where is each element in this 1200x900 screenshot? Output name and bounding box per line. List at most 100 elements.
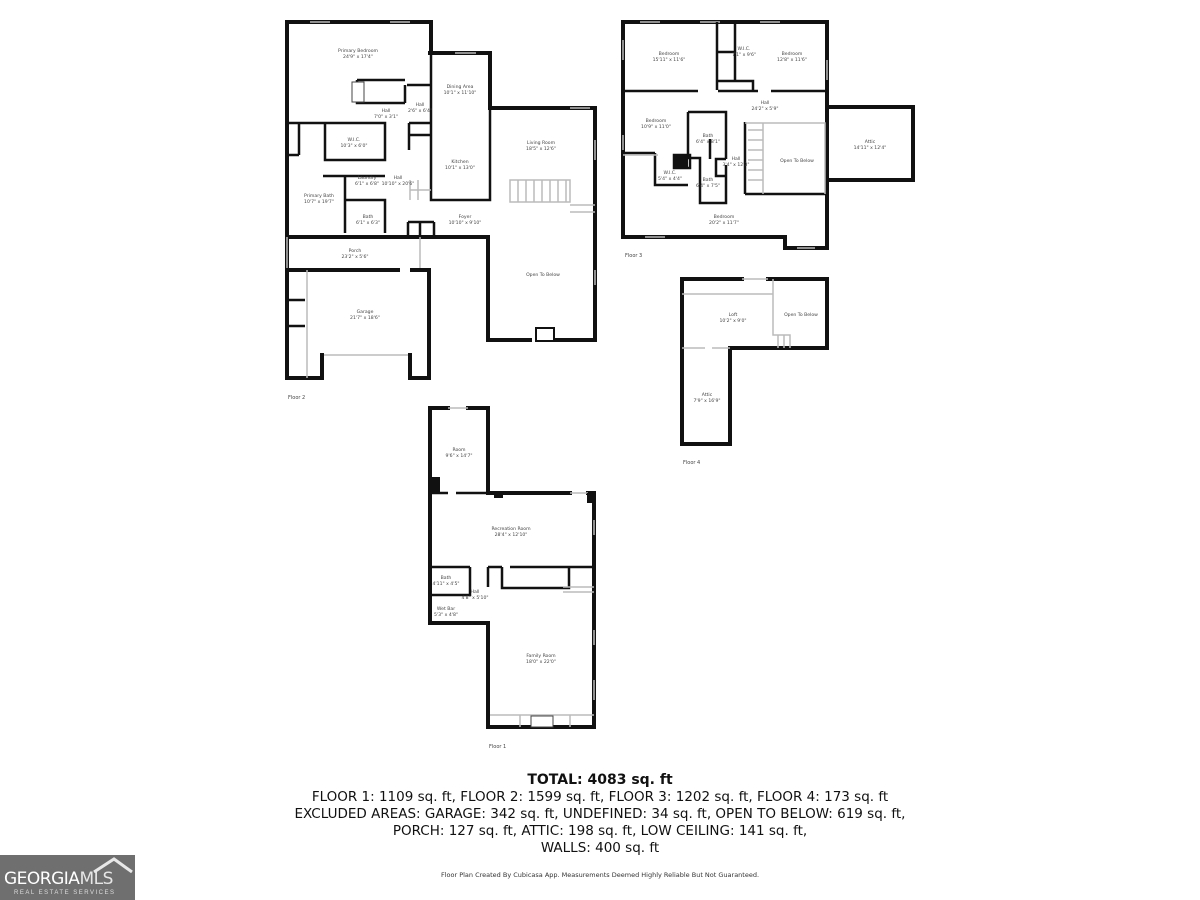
room-name: Loft — [729, 312, 738, 318]
svg-text:W.I.C.5'4" x 4'4": W.I.C.5'4" x 4'4" — [658, 170, 682, 182]
room-size: 24'9" x 17'4" — [343, 54, 373, 60]
room-size: 7'9" x 16'9" — [693, 398, 720, 404]
room-name: W.I.C. — [738, 46, 751, 52]
room-name: Family Room — [526, 653, 556, 659]
walls-area: WALLS: 400 sq. ft — [540, 840, 660, 856]
room-size: 10'1" x 13'0" — [445, 165, 475, 171]
room-name: Laundry — [358, 175, 377, 181]
logo-sub: REAL ESTATE SERVICES — [14, 890, 116, 896]
room-size: 10'1" x 11'10" — [444, 90, 477, 96]
georgia-mls-logo: GEORGIAMLS REAL ESTATE SERVICES — [0, 855, 135, 900]
room-size: 15'11" x 11'6" — [653, 57, 686, 63]
floor-label: Floor 4 — [683, 460, 700, 466]
room-size: 14'11" x 12'4" — [854, 145, 887, 151]
room-name: Porch — [349, 248, 362, 254]
disclaimer: Floor Plan Created By Cubicasa App. Meas… — [440, 871, 760, 879]
excluded-areas-cont: PORCH: 127 sq. ft, ATTIC: 198 sq. ft, LO… — [392, 823, 808, 839]
room-name: Recreation Room — [491, 526, 531, 532]
floor-label: Floor 3 — [625, 253, 642, 259]
room-size: 5'3" x 4'8" — [434, 612, 458, 618]
room-name: Living Room — [527, 140, 556, 146]
room-size: 3'4" x 12'3" — [722, 162, 749, 168]
room-name: Open To Below — [526, 272, 560, 278]
room-name: Wet Bar — [437, 606, 455, 612]
room-size: 6'4" x 7'5" — [696, 183, 720, 189]
room-size: 10'3" x 6'0" — [340, 143, 367, 149]
room-name: Bath — [363, 214, 374, 220]
room-name: Hall — [471, 589, 480, 595]
room-size: 18'0" x 22'0" — [526, 659, 556, 665]
room-name: Kitchen — [451, 159, 468, 165]
room-name: Open To Below — [784, 312, 818, 318]
room-size: 24'2" x 5'9" — [751, 106, 778, 112]
floor-areas: FLOOR 1: 1109 sq. ft, FLOOR 2: 1599 sq. … — [311, 789, 889, 805]
room-size: 5'4" x 4'4" — [658, 176, 682, 182]
room-name: Garage — [357, 309, 374, 315]
room-name: W.I.C. — [348, 137, 361, 143]
room-name: Hall — [382, 108, 391, 114]
logo-main: GEORGIA — [4, 869, 80, 889]
room-name: Attic — [702, 392, 713, 398]
room-name: Dining Area — [447, 84, 474, 90]
room-size: 10'9" x 11'0" — [641, 124, 671, 130]
room-name: Hall — [761, 100, 770, 106]
floor-4-plan — [680, 277, 829, 446]
room-name: W.I.C. — [664, 170, 677, 176]
room-size: 2'6" x 6'4" — [408, 108, 432, 114]
room-size: 9'6" x 14'7" — [445, 453, 472, 459]
room-size: 4'8" x 5'10" — [461, 595, 488, 601]
svg-text:Open To Below: Open To Below — [784, 312, 818, 318]
room-size: 7'0" x 3'1" — [374, 114, 398, 120]
room-size: 10'7" x 19'7" — [304, 199, 334, 205]
room-name: Bath — [703, 177, 714, 183]
room-name: Bedroom — [714, 214, 735, 220]
excluded-areas: EXCLUDED AREAS: GARAGE: 342 sq. ft, UNDE… — [294, 806, 906, 822]
room-size: 6'1" x 6'8" — [355, 181, 379, 187]
room-name: Room — [452, 447, 466, 453]
room-size: 28'4" x 12'10" — [495, 532, 528, 538]
svg-text:Open To Below: Open To Below — [780, 158, 814, 164]
logo-accent: MLS — [79, 869, 113, 889]
room-name: Bath — [703, 133, 714, 139]
room-name: Primary Bedroom — [338, 48, 379, 54]
room-size: 6'4" x 8'1" — [696, 139, 720, 145]
svg-text:Open To Below: Open To Below — [526, 272, 560, 278]
area-summary: TOTAL: 4083 sq. ft FLOOR 1: 1109 sq. ft,… — [0, 772, 1200, 857]
room-size: 4'11" x 4'5" — [432, 581, 459, 587]
room-size: 21'7" x 18'6" — [350, 315, 380, 321]
room-name: Open To Below — [780, 158, 814, 164]
room-size: 20'2" x 11'7" — [709, 220, 739, 226]
roof-icon — [93, 857, 133, 873]
room-name: Primary Bath — [304, 193, 334, 199]
room-size: 12'8" x 11'6" — [777, 57, 807, 63]
floor-2-plan — [285, 20, 597, 380]
